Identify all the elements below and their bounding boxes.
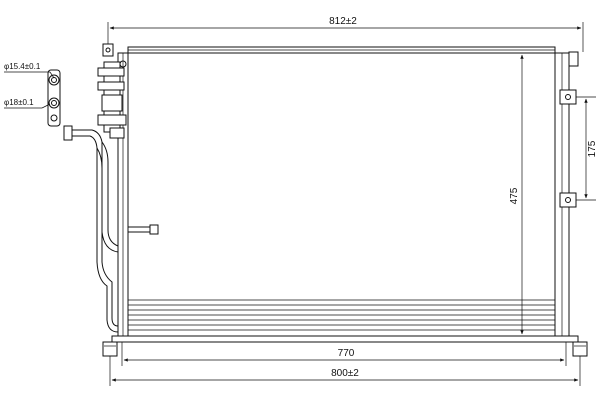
top-header-bar (102, 43, 579, 67)
right-brackets (559, 89, 577, 208)
dim-bottom-width: 800±2 (109, 356, 581, 386)
dim-top-width-label: 812±2 (329, 16, 357, 27)
dim-height-label: 475 (509, 187, 520, 204)
dim-core-width-label: 770 (338, 348, 355, 359)
dim-bracket-spacing-label: 175 (587, 140, 598, 157)
port-small-label: φ18±0.1 (4, 98, 34, 107)
port-fitting-detail: φ15.4±0.1 φ18±0.1 (4, 62, 61, 127)
refrigerant-pipes (63, 125, 125, 333)
dim-core-width: 770 (121, 342, 567, 366)
bottom-bar (102, 335, 588, 357)
condenser-core (127, 52, 556, 337)
dim-height: 475 (509, 54, 524, 335)
receiver-dryer (97, 60, 127, 133)
dim-bottom-width-label: 800±2 (331, 368, 359, 379)
service-valve (128, 224, 159, 235)
port-large-label: φ15.4±0.1 (4, 62, 41, 71)
dim-bracket-spacing: 175 (576, 96, 598, 201)
